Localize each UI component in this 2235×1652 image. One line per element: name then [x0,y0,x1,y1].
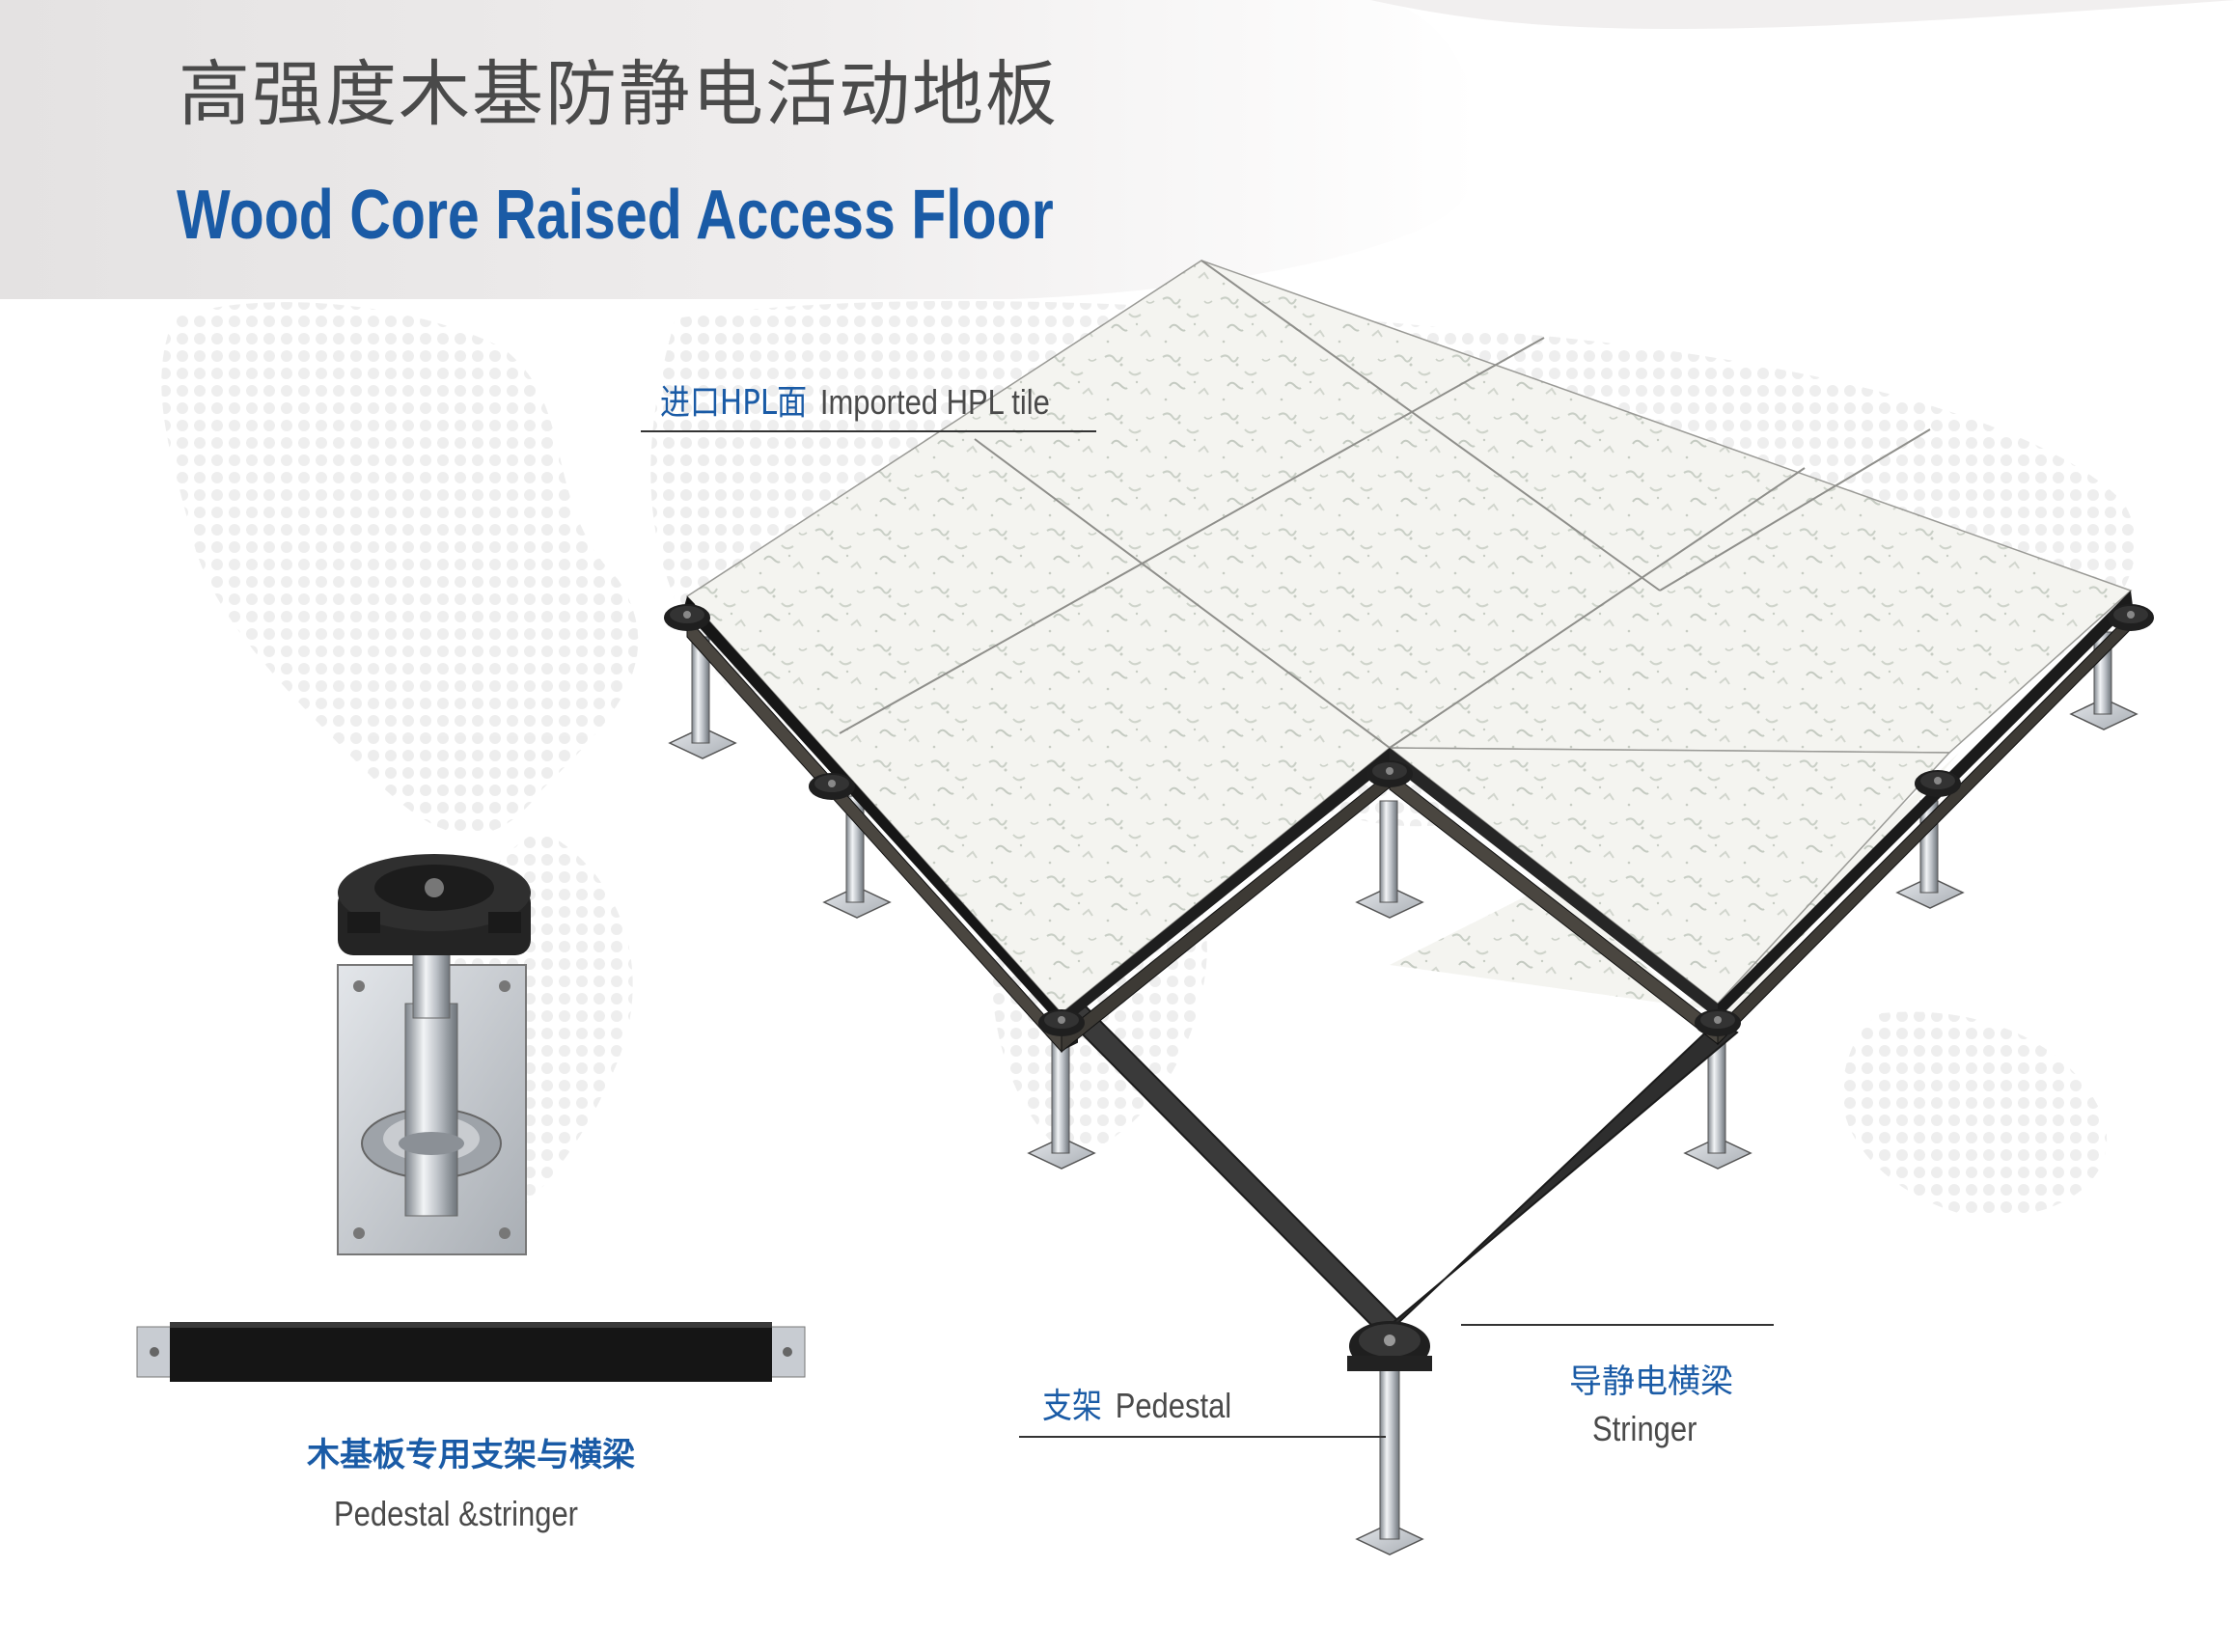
page-title-chinese: 高强度木基防静电活动地板 [179,53,1059,136]
callout-stringer-en: Stringer [1592,1409,1697,1448]
callout-hpl-tile: 进口HPL面 Imported HPL tile [660,374,1050,425]
callout-hpl-tile-en: Imported HPL tile [819,382,1050,422]
callout-pedestal-en: Pedestal [1115,1386,1232,1425]
page-title-english: Wood Core Raised Access Floor [177,177,1054,254]
components-caption-cn: 木基板专用支架与横梁 [307,1436,635,1474]
callout-pedestal-leader [1019,1436,1386,1438]
callout-stringer-cn: 导静电横梁 [1569,1363,1733,1401]
components-caption-en: Pedestal &stringer [334,1494,578,1533]
callout-stringer-leader [1461,1324,1774,1326]
callout-pedestal-cn: 支架 [1042,1387,1102,1426]
callout-hpl-tile-leader [641,430,1096,432]
callout-pedestal: 支架 Pedestal [1042,1378,1231,1428]
callout-hpl-tile-cn: 进口HPL面 [660,383,808,423]
